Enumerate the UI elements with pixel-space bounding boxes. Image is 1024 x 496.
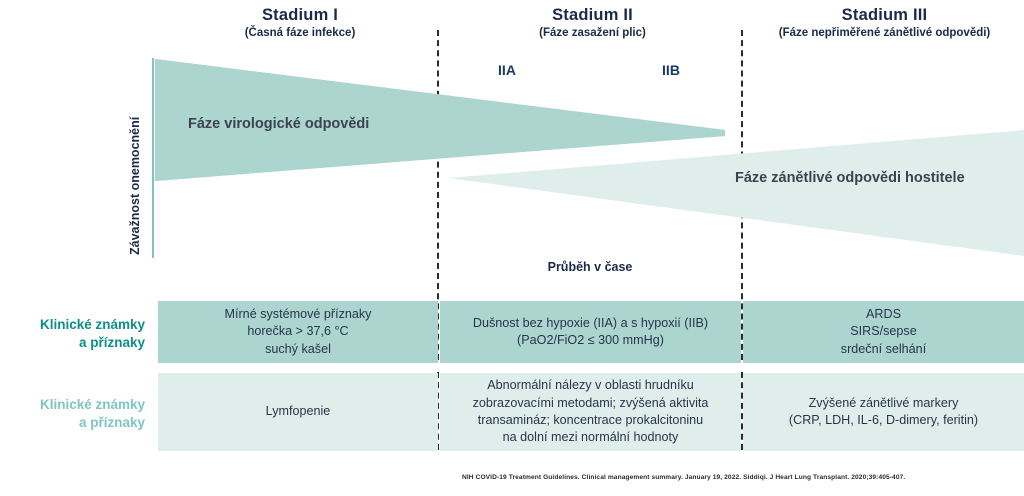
row-label-2-line1: Klinické známky bbox=[39, 397, 145, 412]
row-label-1-line1: Klinické známky bbox=[39, 317, 145, 332]
y-axis-label: Závažnost onemocnění bbox=[128, 116, 142, 255]
wedge-inflammatory-response bbox=[448, 130, 1024, 256]
stage-title-3: Stadium III bbox=[841, 6, 928, 24]
stage-header-3: Stadium III (Fáze nepřiměřené zánětlivé … bbox=[745, 6, 1024, 41]
cell-row2-stage3: Zvýšené zánětlivé markery (CRP, LDH, IL-… bbox=[743, 373, 1024, 451]
cell-row1-stage2: Dušnost bez hypoxie (IIA) a s hypoxií (I… bbox=[440, 301, 741, 363]
stage-header-2: Stadium II (Fáze zasažení plic) bbox=[440, 6, 745, 41]
wedge-inflammatory-response-label: Fáze zánětlivé odpovědi hostitele bbox=[735, 170, 965, 186]
stage-subtitle-1: (Časná fáze infekce) bbox=[244, 27, 356, 40]
substage-label-iib: IIB bbox=[662, 62, 680, 78]
row-label-2-line2: a příznaky bbox=[78, 414, 145, 430]
cell-row1-stage3: ARDS SIRS/sepse srdeční selhání bbox=[743, 301, 1024, 363]
stage-header-1: Stadium I (Časná fáze infekce) bbox=[160, 6, 440, 41]
cell-row1-stage1: Mírné systémové příznaky horečka > 37,6 … bbox=[158, 301, 438, 363]
stage-title-1: Stadium I bbox=[261, 6, 339, 24]
divider-stage2-stage3-lower bbox=[741, 372, 743, 450]
divider-stage1-stage2-lower bbox=[437, 372, 439, 450]
source-citation: NIH COVID-19 Treatment Guidelines. Clini… bbox=[462, 474, 906, 481]
row-label-clinical-signs-2: Klinické známky a příznaky bbox=[0, 396, 145, 432]
stage-subtitle-2: (Fáze zasažení plic) bbox=[539, 27, 646, 40]
row-label-1-line2: a příznaky bbox=[78, 334, 145, 350]
cell-row2-stage1: Lymfopenie bbox=[158, 373, 438, 451]
divider-stage1-stage2 bbox=[437, 30, 439, 360]
row-label-clinical-signs-1: Klinické známky a příznaky bbox=[0, 316, 145, 352]
y-axis-line bbox=[152, 58, 154, 258]
stage-title-2: Stadium II bbox=[552, 6, 633, 24]
wedge-viral-response bbox=[155, 59, 725, 187]
substage-label-iia: IIA bbox=[498, 62, 516, 78]
stage-subtitle-3: (Fáze nepřiměřené zánětlivé odpovědi) bbox=[778, 27, 991, 40]
cell-row2-stage2: Abnormální nálezy v oblasti hrudníku zob… bbox=[440, 373, 741, 451]
time-axis-caption: Průběh v čase bbox=[547, 260, 633, 274]
wedge-viral-response-label: Fáze virologické odpovědi bbox=[188, 116, 370, 132]
